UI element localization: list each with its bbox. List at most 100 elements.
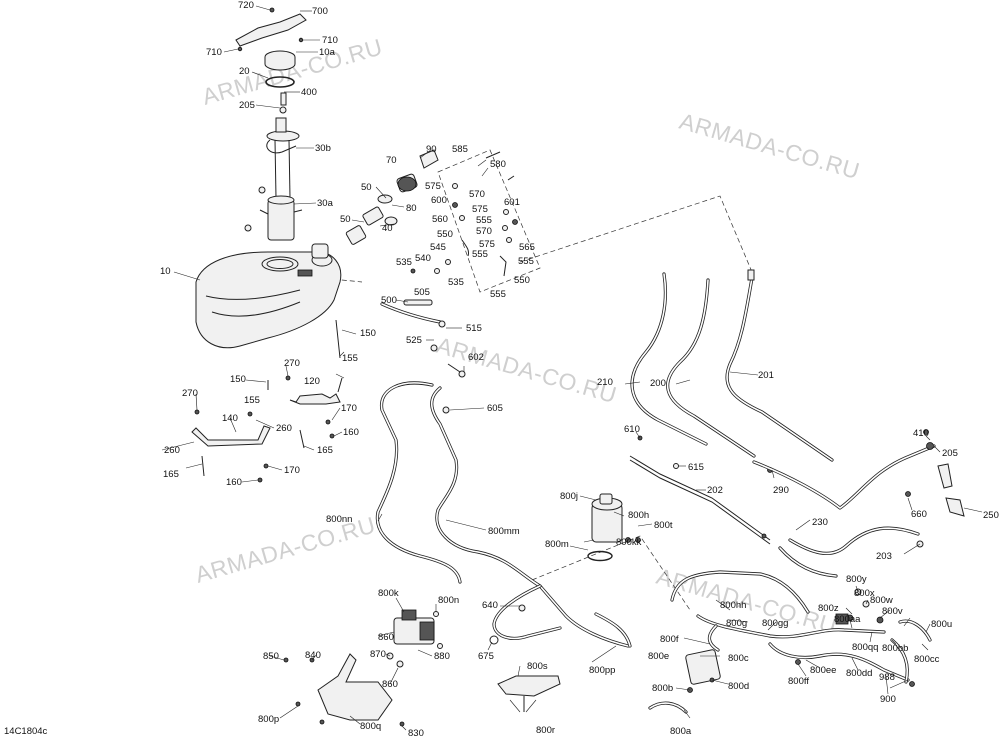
callout-label: 560 — [432, 214, 448, 225]
callout-label: 602 — [468, 352, 484, 363]
callout-label: 120 — [304, 376, 320, 387]
callout-label: 555 — [490, 289, 506, 300]
callout-label: 800j — [560, 491, 578, 502]
callout-label: 160 — [226, 477, 242, 488]
callout-label: 800g — [726, 618, 747, 629]
callout-label: 210 — [597, 377, 613, 388]
callout-label: 640 — [482, 600, 498, 611]
callout-label: 165 — [317, 445, 333, 456]
callout-label: 601 — [504, 197, 520, 208]
callout-label: 720 — [238, 0, 254, 11]
callout-label: 230 — [812, 517, 828, 528]
callout-label: 840 — [305, 650, 321, 661]
callout-label: 710 — [206, 47, 222, 58]
callout-label: 200 — [650, 378, 666, 389]
callout-label: 800w — [870, 595, 893, 606]
callout-label: 505 — [414, 287, 430, 298]
callout-label: 203 — [876, 551, 892, 562]
callout-label: 90 — [426, 144, 437, 155]
callout-label: 150 — [360, 328, 376, 339]
filler-components — [345, 149, 466, 414]
callout-labels: 720 700 710 710 10a 20 400 205 30b 30a 1… — [4, 0, 999, 739]
watermark: ARMADA-CO.RU — [677, 108, 863, 184]
callout-label: 800kk — [616, 537, 642, 548]
callout-label: 860 — [378, 632, 394, 643]
callout-label: 800ee — [810, 665, 836, 676]
callout-label: 170 — [341, 403, 357, 414]
callout-label: 410 — [913, 428, 929, 439]
callout-label: 10a — [319, 47, 336, 58]
callout-label: 550 — [514, 275, 530, 286]
callout-label: 800qq — [852, 642, 878, 653]
callout-label: 80 — [406, 203, 417, 214]
callout-label: 50 — [361, 182, 372, 193]
callout-label: 570 — [476, 226, 492, 237]
callout-label: 570 — [469, 189, 485, 200]
callout-label: 555 — [476, 215, 492, 226]
callout-label: 800y — [846, 574, 867, 585]
callout-label: 605 — [487, 403, 503, 414]
callout-label: 140 — [222, 413, 238, 424]
callout-label: 800cc — [914, 654, 940, 665]
callout-label: 675 — [478, 651, 494, 662]
callout-label: 20 — [239, 66, 250, 77]
callout-label: 165 — [163, 469, 179, 480]
callout-label: 260 — [164, 445, 180, 456]
fuel-pump-assembly — [235, 7, 307, 241]
callout-label: 600 — [431, 195, 447, 206]
callout-label: 800s — [527, 661, 548, 672]
callout-label: 660 — [911, 509, 927, 520]
callout-label: 400 — [301, 87, 317, 98]
callout-label: 800d — [728, 681, 749, 692]
callout-label: 900 — [880, 694, 896, 705]
callout-label: 270 — [182, 388, 198, 399]
callout-label: 800u — [931, 619, 952, 630]
callout-label: 535 — [396, 257, 412, 268]
callout-label: 615 — [688, 462, 704, 473]
callout-label: 800v — [882, 606, 903, 617]
callout-label: 988 — [879, 672, 895, 683]
callout-label: 155 — [244, 395, 260, 406]
callout-label: 800m — [545, 539, 569, 550]
valve-assembly-800k — [283, 609, 443, 727]
callout-label: 70 — [386, 155, 397, 166]
callout-label: 540 — [415, 253, 431, 264]
callout-label: 800bb — [882, 643, 908, 654]
callout-label: 205 — [942, 448, 958, 459]
callout-label: 30a — [317, 198, 334, 209]
watermarks: ARMADA-CO.RU ARMADA-CO.RU ARMADA-CO.RU A… — [192, 33, 863, 639]
fuel-tank-10 — [195, 243, 342, 349]
callout-label: 550 — [437, 229, 453, 240]
callout-label: 800q — [360, 721, 381, 732]
canister-800j — [587, 493, 641, 562]
callout-label: 800t — [654, 520, 673, 531]
fittings-cluster — [410, 151, 518, 277]
callout-label: 155 — [342, 353, 358, 364]
callout-label: 800f — [660, 634, 679, 645]
diagram-code: 14C1804c — [4, 726, 48, 737]
callout-label: 860 — [382, 679, 398, 690]
fuel-lines-center — [375, 381, 632, 712]
callout-label: 170 — [284, 465, 300, 476]
callout-label: 800c — [728, 653, 749, 664]
watermark: ARMADA-CO.RU — [199, 33, 385, 109]
callout-label: 525 — [406, 335, 422, 346]
callout-label: 585 — [452, 144, 468, 155]
callout-label: 710 — [322, 35, 338, 46]
tank-brackets — [191, 319, 343, 483]
callout-label: 202 — [707, 485, 723, 496]
screw-720 — [269, 7, 275, 13]
callout-label: 270 — [284, 358, 300, 369]
callout-label: 800z — [818, 603, 839, 614]
callout-label: 545 — [430, 242, 446, 253]
callout-label: 575 — [425, 181, 441, 192]
leader-lines — [161, 5, 983, 731]
callout-label: 555 — [518, 256, 534, 267]
callout-label: 800b — [652, 683, 673, 694]
callout-label: 565 — [519, 242, 535, 253]
callout-label: 830 — [408, 728, 424, 739]
callout-label: 800e — [648, 651, 669, 662]
fuel-lines-right — [629, 269, 965, 578]
callout-label: 800n — [438, 595, 459, 606]
